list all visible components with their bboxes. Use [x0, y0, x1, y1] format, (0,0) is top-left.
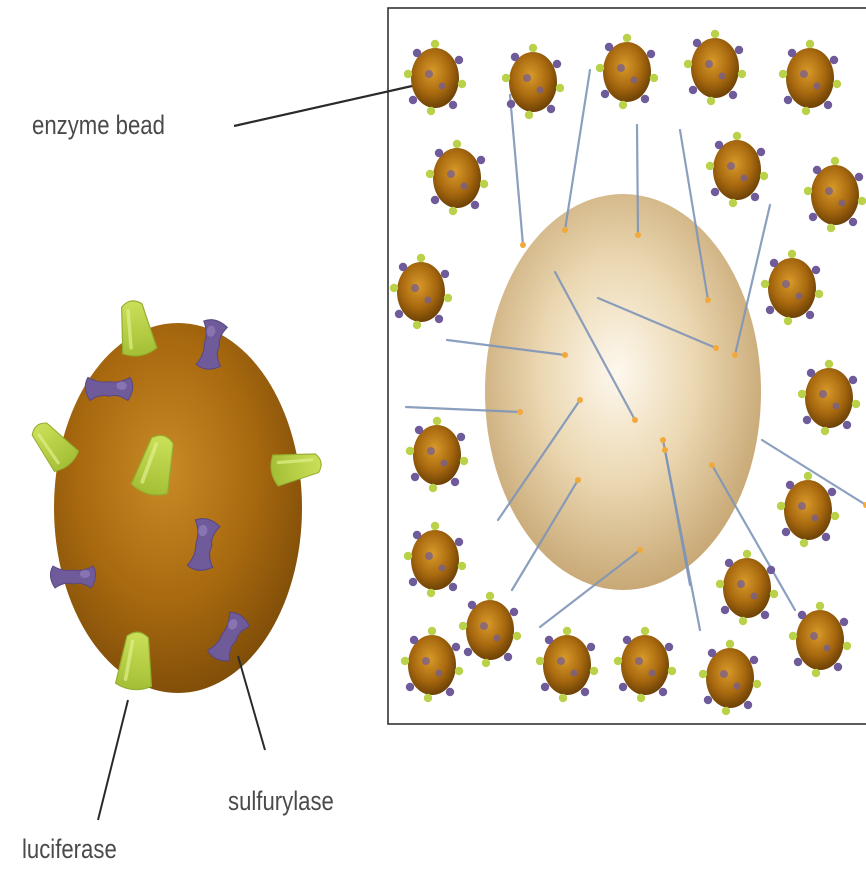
sulfurylase-label: sulfurylase: [228, 786, 334, 817]
luciferase-leader-line: [98, 700, 128, 820]
enzyme-bead-leader-line: [234, 86, 412, 126]
luciferase-label: luciferase: [22, 834, 117, 865]
dna-strand-icon: [637, 125, 638, 235]
dna-capture-bead-icon: [485, 194, 761, 590]
enzyme-bead-icon: [54, 323, 302, 693]
sulfurylase-leader-line: [238, 656, 265, 750]
enzyme-bead-label: enzyme bead: [32, 110, 165, 141]
